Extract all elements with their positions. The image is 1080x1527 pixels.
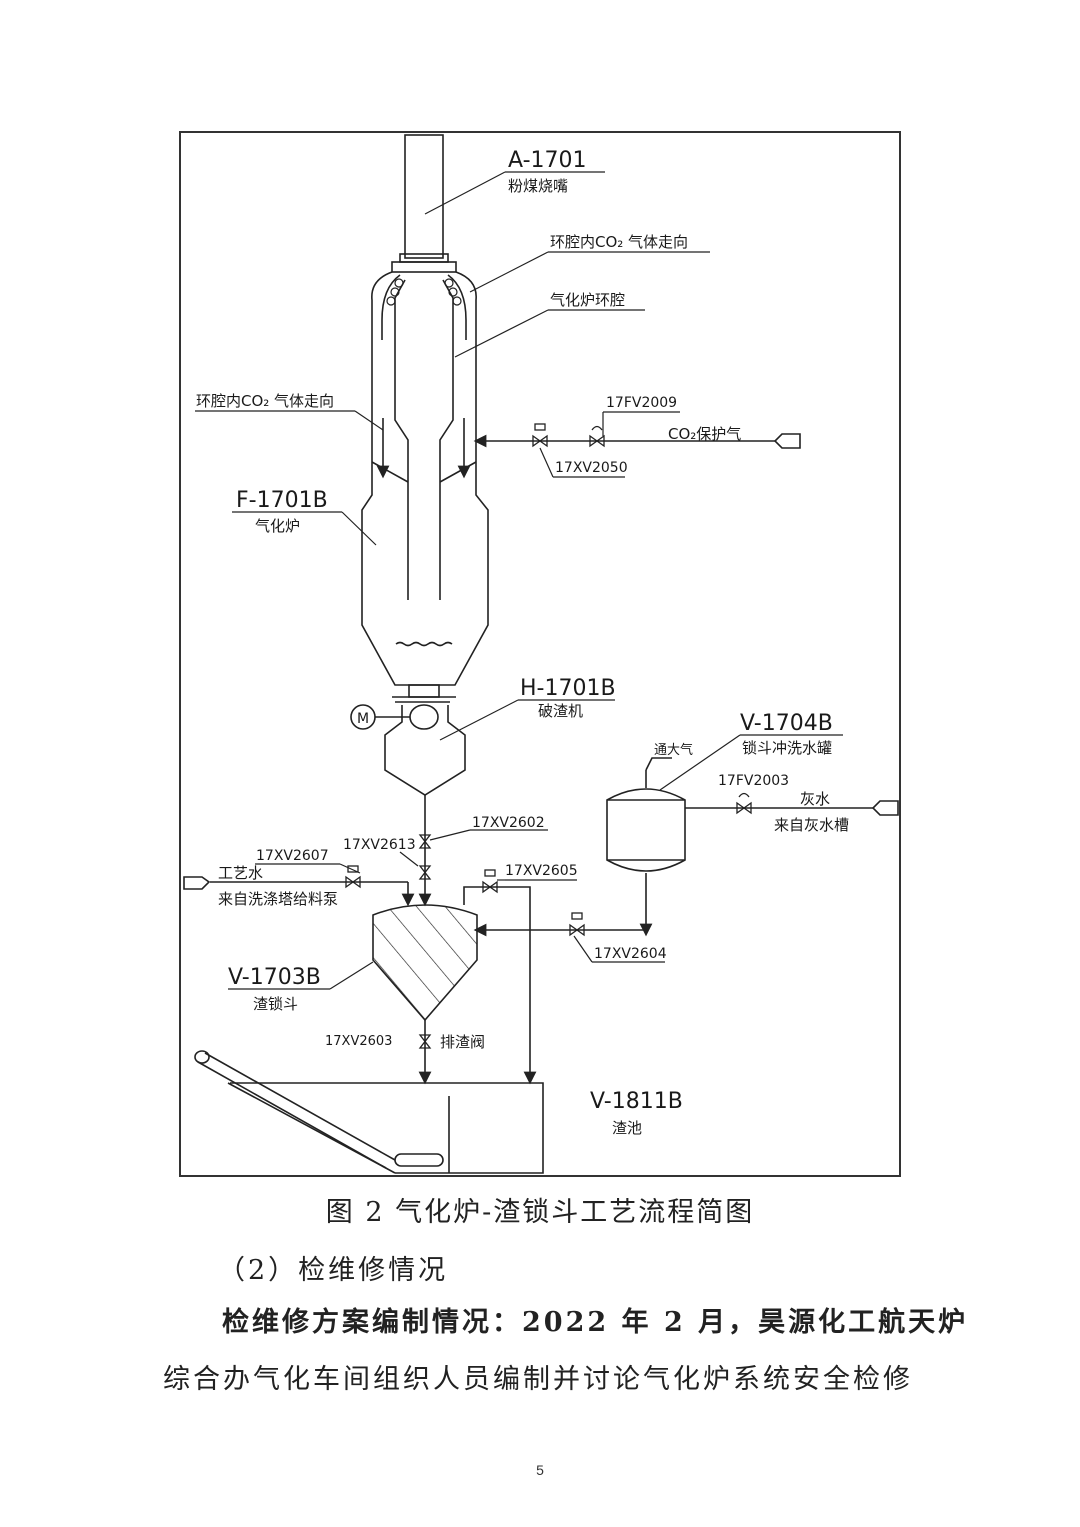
ash-water-source: 来自灰水槽: [774, 816, 849, 834]
valve-fv2003: 17FV2003: [718, 773, 789, 789]
valve-xv2603: 17XV2603: [325, 1034, 392, 1049]
lock-hopper-tag: V-1703B: [228, 965, 321, 990]
annulus-co2-left-label: 环腔内CO₂ 气体走向: [196, 392, 334, 410]
annulus-co2-top-label: 环腔内CO₂ 气体走向: [550, 233, 688, 251]
paragraph-line-2: 综合办气化车间组织人员编制并讨论气化炉系统安全检修: [163, 1364, 913, 1395]
lock-hopper-name: 渣锁斗: [253, 995, 298, 1013]
lock-hopper-v1703b: [372, 904, 478, 1085]
valve-fv2009: 17FV2009: [606, 395, 677, 411]
valve-xv2604: 17XV2604: [594, 946, 667, 962]
process-flow-diagram: A-1701 粉煤烧嘴 环腔内CO₂ 气体走向 气化炉环腔 环腔内CO₂ 气体走…: [179, 131, 901, 1177]
valve-xv2602: 17XV2602: [472, 815, 545, 831]
gasifier-tag: F-1701B: [236, 488, 328, 513]
page-number: 5: [536, 1462, 544, 1478]
process-water-source: 来自洗涤塔给料泵: [218, 890, 338, 908]
process-water-label: 工艺水: [218, 864, 263, 882]
burner-a1701: [391, 134, 457, 273]
gasifier-shell: [361, 271, 489, 698]
valve-xv2050: 17XV2050: [555, 460, 628, 476]
motor-label: M: [357, 711, 369, 727]
valve-xv2613: 17XV2613: [343, 837, 416, 853]
paragraph-line-1: 检维修方案编制情况：2022 年 2 月，昊源化工航天炉: [222, 1307, 969, 1338]
vent-label: 通大气: [654, 742, 693, 758]
crusher-tag: H-1701B: [520, 676, 616, 701]
flush-tank-v1704b: [606, 757, 686, 937]
flush-tank-name: 锁斗冲洗水罐: [742, 739, 832, 757]
section-heading: （2）检维修情况: [218, 1255, 449, 1286]
gasifier-annulus-label: 气化炉环腔: [550, 291, 625, 309]
gasifier-name: 气化炉: [255, 517, 300, 535]
discharge-valve-label: 排渣阀: [440, 1033, 485, 1051]
slag-pool-tag: V-1811B: [590, 1089, 683, 1114]
valve-symbols: [345, 423, 752, 1049]
co2-stream-label: CO₂保护气: [668, 425, 741, 443]
slag-pool-v1811b: [194, 1050, 544, 1174]
slag-pool-name: 渣池: [612, 1119, 642, 1137]
crusher-name: 破渣机: [538, 702, 583, 720]
valve-xv2605: 17XV2605: [505, 863, 578, 879]
slag-crusher-h1701b: [350, 701, 466, 907]
cooling-coils: [386, 278, 462, 306]
valve-xv2607: 17XV2607: [256, 848, 329, 864]
burner-name: 粉煤烧嘴: [508, 177, 568, 195]
flush-tank-tag: V-1704B: [740, 711, 833, 736]
ash-water-label: 灰水: [800, 790, 830, 808]
figure-frame: [179, 131, 901, 1177]
burner-tag: A-1701: [508, 148, 587, 173]
figure-caption: 图 2 气化炉-渣锁斗工艺流程简图: [325, 1197, 755, 1228]
